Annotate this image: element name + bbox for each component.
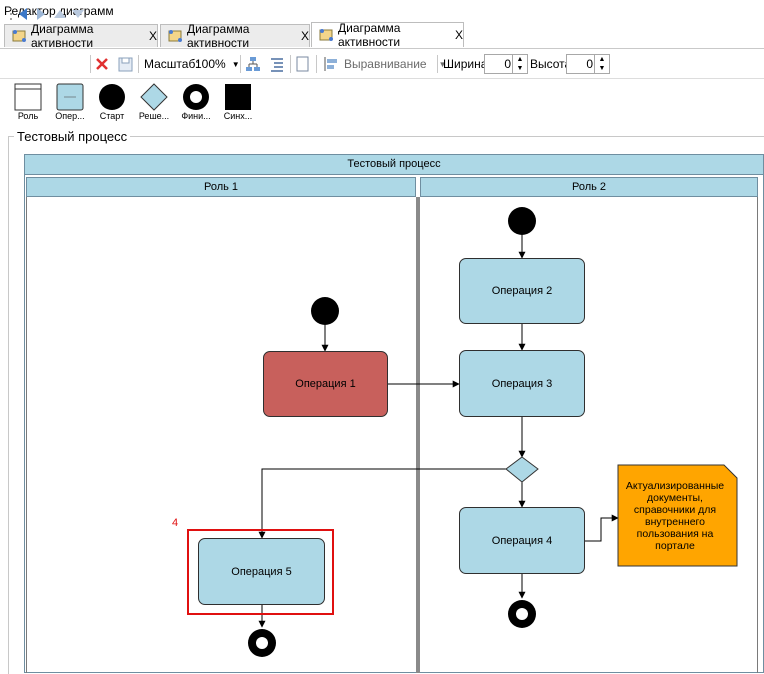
stepper-arrows-icon[interactable]: ▲▼ (512, 55, 527, 73)
connector[interactable] (585, 514, 619, 542)
toolbar-separator (290, 55, 291, 73)
tab-label: Диаграмма активности (31, 22, 94, 50)
operation-1[interactable]: Операция 1 (263, 351, 388, 417)
diagram-icon (318, 27, 334, 43)
close-icon[interactable]: X (300, 29, 309, 43)
tab-strip: Диаграмма активности X Диаграмма активно… (0, 21, 764, 50)
lane-divider[interactable] (416, 197, 420, 673)
palette-role[interactable]: Роль (6, 80, 50, 121)
toolbar-separator (90, 55, 91, 73)
role-shape-icon (14, 83, 42, 111)
back-arrow-icon[interactable] (16, 4, 30, 24)
toolbar-separator (240, 55, 241, 73)
save-icon[interactable] (116, 54, 134, 74)
chevron-down-icon: ▼ (231, 59, 240, 69)
forward-arrow-icon[interactable] (34, 4, 48, 24)
diagram-icon (11, 28, 27, 44)
move-up-icon[interactable] (52, 4, 68, 24)
chevron-down-icon: ▼ (438, 59, 447, 69)
auto-layout-icon[interactable] (244, 54, 262, 74)
list-icon[interactable] (268, 54, 286, 74)
groupbox-title: Тестовый процесс (14, 129, 131, 144)
width-value: 0 (504, 57, 511, 71)
tab-activity-diagram-1[interactable]: Диаграмма активности X (4, 22, 158, 50)
decision-node[interactable] (505, 456, 539, 483)
align-label: Выравнивание (344, 57, 427, 71)
connector[interactable] (258, 468, 507, 539)
palette-finish[interactable]: Фини... (174, 80, 218, 121)
decision-shape-icon (140, 83, 168, 111)
width-label: Ширина (443, 57, 488, 71)
tab-activity-diagram-3-active[interactable]: Диаграмма активности X (311, 21, 464, 49)
sync-shape-icon (225, 84, 251, 110)
stepper-arrows-icon[interactable]: ▲▼ (594, 55, 609, 73)
width-stepper[interactable]: 0 ▲▼ (484, 54, 528, 74)
scale-select[interactable]: 100% ▼ (195, 54, 240, 74)
align-icon[interactable] (322, 54, 340, 74)
align-dropdown[interactable]: Выравнивание ▼ (344, 54, 447, 74)
lane-border (26, 197, 27, 673)
tab-label: Диаграмма активности (338, 21, 401, 49)
pool-header[interactable]: Тестовый процесс (24, 154, 764, 175)
scale-label: Масштаб: (144, 57, 199, 71)
tab-activity-diagram-2[interactable]: Диаграмма активности X (160, 22, 310, 50)
start-node[interactable] (508, 207, 536, 235)
tab-label: Диаграмма активности (187, 22, 250, 50)
window-title: Редактор диаграмм (4, 4, 114, 18)
height-value: 0 (586, 57, 593, 71)
note-text: Актуализированные документы, справочники… (625, 480, 725, 552)
window-titlebar: Редактор диаграмм (0, 0, 764, 22)
process-groupbox (8, 136, 764, 674)
operation-4[interactable]: Операция 4 (459, 507, 585, 574)
start-node[interactable] (311, 297, 339, 325)
palette-sync[interactable]: Синх... (216, 80, 260, 121)
operation-5[interactable]: Операция 5 (198, 538, 325, 605)
operation-2[interactable]: Операция 2 (459, 258, 585, 324)
lane-header-role-2[interactable]: Роль 2 (420, 177, 758, 197)
start-shape-icon (99, 84, 125, 110)
operation-3[interactable]: Операция 3 (459, 350, 585, 417)
selection-frame (187, 529, 334, 615)
lane-header-role-1[interactable]: Роль 1 (26, 177, 416, 197)
toolbar-grip-icon (8, 4, 14, 24)
toolbar-separator (316, 55, 317, 73)
scale-value: 100% (195, 57, 226, 71)
note-node[interactable] (617, 464, 738, 567)
step-number-badge: 4 (172, 517, 179, 529)
close-icon[interactable]: X (148, 29, 157, 43)
lane-border (757, 197, 758, 673)
finish-shape-icon (183, 84, 209, 110)
height-label: Высота (530, 57, 572, 71)
delete-icon[interactable] (94, 54, 110, 74)
operation-shape-icon (56, 83, 84, 111)
diagram-icon (167, 28, 183, 44)
toolbar (0, 50, 764, 79)
toolbar-separator (138, 55, 139, 73)
move-down-icon[interactable] (70, 4, 86, 24)
toolbar-separator (437, 55, 438, 73)
palette-decision[interactable]: Реше... (132, 80, 176, 121)
palette-start[interactable]: Старт (90, 80, 134, 121)
page-icon[interactable] (294, 54, 312, 74)
shape-palette: Роль Опер... Старт Реше... Фини... Синх.… (0, 80, 300, 124)
close-icon[interactable]: X (454, 28, 463, 42)
height-stepper[interactable]: 0 ▲▼ (566, 54, 610, 74)
palette-operation[interactable]: Опер... (48, 80, 92, 121)
